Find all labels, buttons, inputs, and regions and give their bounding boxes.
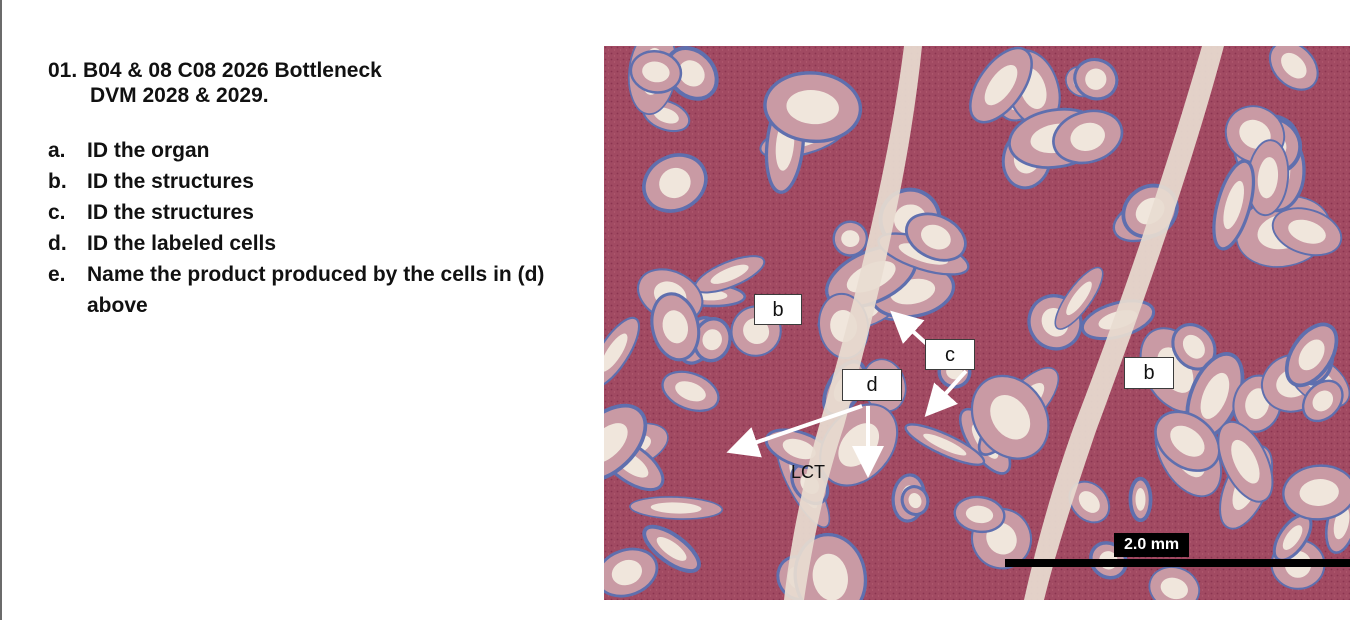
tubule-cross-section <box>604 403 648 483</box>
question-item-text: ID the organ <box>87 139 210 162</box>
tubule-cross-section <box>1171 323 1217 371</box>
tubule-cross-section <box>793 532 868 600</box>
label-lct: LCT <box>791 462 826 482</box>
tubule-cross-section <box>1246 139 1290 217</box>
tubule-cross-section <box>604 316 641 389</box>
tubule-cross-section <box>1268 46 1319 91</box>
question-item-letter: d. <box>48 232 67 255</box>
question-item-text: ID the structures <box>87 170 254 193</box>
tubule-cross-section <box>664 46 719 101</box>
histology-micrograph: b c d b LCT 2.0 mm <box>604 46 1350 600</box>
tubule-cross-section <box>1073 57 1119 101</box>
tubule-cross-section <box>1054 266 1104 330</box>
question-item-c: c. ID the structures <box>48 197 588 228</box>
tubule-cross-section <box>629 496 724 520</box>
question-item-letter: b. <box>48 170 67 193</box>
tubule-cross-section <box>1217 420 1274 503</box>
tubule-cross-section <box>1284 322 1339 388</box>
tubule-cross-section <box>1212 159 1256 251</box>
tubule-cross-section <box>1068 480 1111 524</box>
label-b-right: b <box>1124 357 1174 389</box>
label-c: c <box>925 339 975 370</box>
tubule-cross-section <box>642 524 701 573</box>
page-left-border <box>0 0 2 620</box>
tubule-cross-section <box>900 485 930 517</box>
tubule-cross-section <box>953 495 1006 534</box>
tubule-cross-section <box>1154 410 1221 472</box>
tubule-cross-section <box>832 220 869 257</box>
tubule-cross-section <box>692 317 732 363</box>
tubule-cross-section <box>1128 476 1153 523</box>
question-item-b: b. ID the structures <box>48 166 588 197</box>
question-item-e: e. Name the product produced by the cell… <box>48 259 588 321</box>
annotation-arrows <box>726 310 968 478</box>
label-b-left: b <box>754 294 802 325</box>
question-item-text: Name the product produced by the cells i… <box>87 263 545 317</box>
question-item-letter: e. <box>48 263 66 286</box>
question-item-letter: c. <box>48 201 66 224</box>
tubule-cross-section <box>905 212 967 262</box>
question-title: 01. B04 & 08 C08 2026 Bottleneck DVM 202… <box>48 58 588 108</box>
tubule-cross-section <box>1282 464 1350 521</box>
tubule-cross-section <box>629 50 683 94</box>
tubule-cross-section <box>1148 566 1201 600</box>
scale-bar-label: 2.0 mm <box>1114 533 1190 557</box>
question-title-line2: DVM 2028 & 2029. <box>90 84 269 107</box>
tubule-cross-section <box>650 292 701 362</box>
question-item-d: d. ID the labeled cells <box>48 228 588 259</box>
tubule-cross-section <box>661 370 720 412</box>
scale-bar <box>1005 559 1350 567</box>
micrograph-image <box>604 46 1350 600</box>
tubule-cross-section <box>904 423 986 466</box>
question-block: 01. B04 & 08 C08 2026 Bottleneck DVM 202… <box>48 58 588 321</box>
connective-tissue-bands <box>784 46 1224 600</box>
question-item-text: ID the labeled cells <box>87 232 277 255</box>
tubule-cross-section <box>642 153 708 213</box>
question-title-line1: 01. B04 & 08 C08 2026 Bottleneck <box>48 59 382 82</box>
tubule-cross-section <box>970 374 1050 460</box>
question-list: a. ID the organ b. ID the structures c. … <box>48 135 588 321</box>
question-item-a: a. ID the organ <box>48 135 588 166</box>
tubule-cross-section <box>1271 207 1343 257</box>
tubule-cross-section <box>763 71 863 144</box>
tubule-cross-section <box>969 46 1033 124</box>
tubule-cross-section <box>1052 109 1124 165</box>
question-item-text: ID the structures <box>87 201 254 224</box>
label-d: d <box>842 369 902 401</box>
question-item-letter: a. <box>48 139 66 162</box>
tubule-cross-section <box>1301 379 1344 423</box>
